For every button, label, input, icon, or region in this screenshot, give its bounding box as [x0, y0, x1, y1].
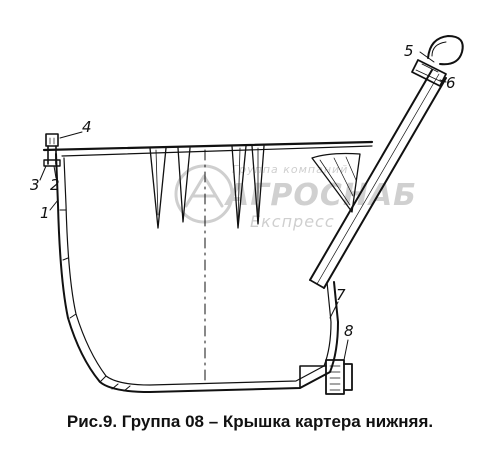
flange-top-line — [42, 140, 374, 152]
baffle-right-a — [231, 145, 247, 229]
baffle-middle — [177, 147, 191, 223]
leader-7 — [329, 301, 339, 319]
funnel-baffle — [311, 152, 361, 213]
figure-caption: Рис.9. Группа 08 – Крышка картера нижняя… — [66, 412, 434, 431]
callout-1: 1 — [40, 204, 50, 222]
flange-under-line — [61, 145, 373, 157]
leader-1 — [49, 199, 59, 211]
callout-2: 2 — [50, 176, 60, 194]
drain-plug — [325, 359, 345, 395]
leader-6 — [439, 79, 447, 83]
baffle-right-b — [251, 145, 265, 225]
watermark-sub-text: Експресс — [250, 212, 335, 231]
leader-4 — [59, 131, 83, 139]
baffle-left — [149, 147, 167, 229]
drain-boss — [299, 365, 327, 389]
callout-7: 7 — [336, 286, 346, 304]
callout-4: 4 — [82, 118, 92, 136]
dipstick-handle-ring — [427, 35, 464, 66]
callout-8: 8 — [344, 322, 354, 340]
callout-5: 5 — [404, 42, 414, 60]
dipstick-tube — [309, 69, 447, 289]
oil-pan-drawing — [39, 35, 464, 395]
callout-3: 3 — [30, 176, 40, 194]
leader-2 — [53, 165, 57, 179]
flange-bolt — [43, 133, 61, 167]
dipstick-nut — [411, 59, 447, 87]
leader-3 — [39, 165, 47, 181]
leader-8 — [343, 339, 349, 361]
leader-5 — [419, 51, 435, 63]
pan-inner-wall — [63, 157, 332, 386]
watermark-emblem-icon — [174, 164, 234, 224]
callout-6: 6 — [446, 74, 456, 92]
